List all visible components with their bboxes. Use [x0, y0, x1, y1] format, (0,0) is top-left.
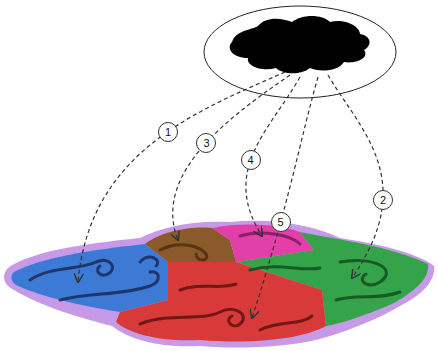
- cloud-ellipse: [204, 6, 396, 98]
- callout-number: 3: [196, 133, 216, 153]
- callout-number: 1: [158, 122, 178, 142]
- callout-number: 4: [241, 150, 261, 170]
- region-map: [4, 221, 434, 348]
- callout-number: 2: [373, 190, 393, 210]
- callout-number: 5: [271, 212, 291, 232]
- dashed-arrows: [78, 72, 383, 318]
- black-cloud: [230, 16, 370, 73]
